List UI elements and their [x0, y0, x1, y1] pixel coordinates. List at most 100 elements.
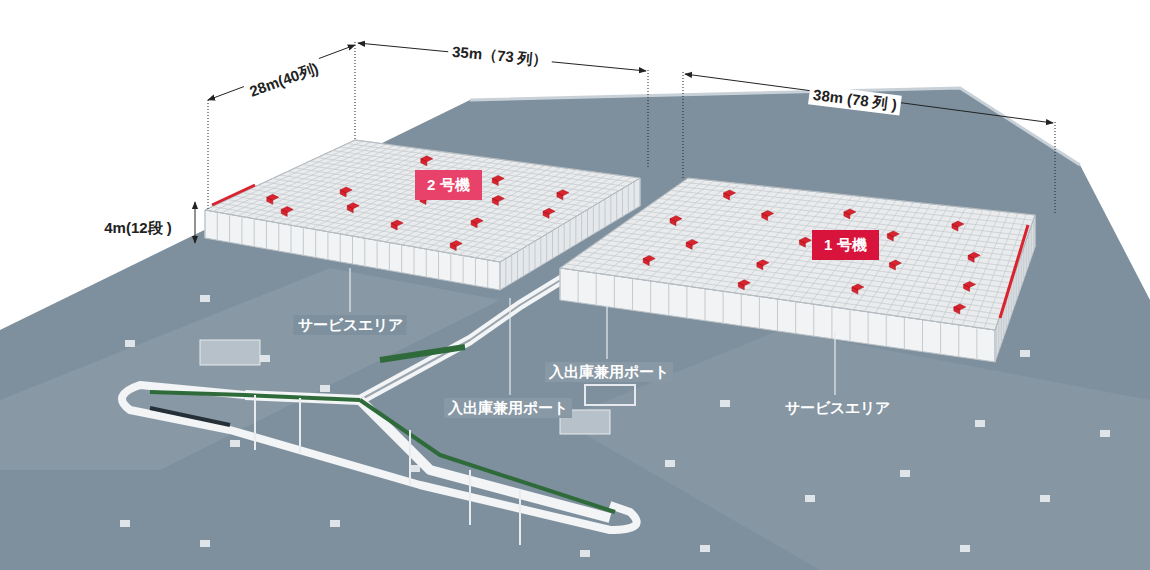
robot	[968, 252, 980, 262]
grid-line	[810, 199, 887, 303]
pillar	[200, 295, 210, 302]
robot	[738, 280, 750, 290]
pillar	[230, 440, 240, 447]
grid-post	[426, 249, 427, 277]
grid-line	[571, 179, 697, 270]
grid-post	[540, 238, 541, 266]
robot	[952, 221, 964, 231]
pillar	[1100, 430, 1110, 437]
grid-post	[1016, 268, 1017, 300]
extension-line	[355, 42, 356, 140]
grid-post	[741, 294, 742, 326]
grid-line	[821, 200, 896, 305]
grid-line	[669, 187, 775, 283]
grid-line	[886, 206, 948, 315]
extension-line	[683, 72, 684, 180]
pillar	[260, 355, 270, 362]
grid-line	[369, 161, 513, 239]
grid-post	[511, 255, 512, 283]
grid-post	[640, 178, 641, 206]
grid-post	[229, 214, 230, 242]
pillar	[960, 545, 970, 552]
grid-post	[575, 217, 576, 245]
dimension-label: 4m(12段 )	[100, 218, 176, 238]
grid-post	[517, 252, 518, 280]
grid-post	[723, 291, 724, 323]
pillar	[410, 465, 420, 472]
grid-line	[701, 190, 800, 288]
robot	[686, 239, 698, 249]
robot	[762, 210, 774, 220]
grid-post	[850, 309, 851, 341]
grid-post	[558, 227, 559, 255]
grid-line	[418, 167, 561, 247]
grid-post	[377, 240, 378, 268]
grid-post	[599, 203, 600, 231]
robot	[340, 187, 352, 197]
grid-line	[973, 213, 1017, 327]
robot	[421, 156, 433, 166]
robot	[889, 260, 901, 270]
grid-post	[546, 234, 547, 262]
grid-post	[570, 220, 571, 248]
conveyor-leg	[469, 470, 471, 525]
grid-post	[904, 317, 905, 349]
grid-line	[467, 174, 608, 256]
grid-post	[622, 189, 623, 217]
grid-post	[650, 281, 651, 313]
grid-post	[628, 185, 629, 213]
grid-post	[593, 206, 594, 234]
conveyor-leg	[299, 398, 301, 453]
grid-post	[686, 286, 687, 318]
grid-post	[587, 210, 588, 238]
grid-post	[487, 260, 488, 288]
extension-line	[648, 70, 649, 168]
robot	[492, 196, 504, 206]
pillar	[805, 495, 815, 502]
grid-post	[340, 234, 341, 262]
grid-post	[217, 212, 218, 240]
grid-post	[616, 192, 617, 220]
grid-post	[795, 302, 796, 334]
machine-badge: 2 号機	[415, 170, 482, 200]
grid-line	[604, 182, 723, 275]
grid-post	[581, 213, 582, 241]
grid-post	[1011, 282, 1012, 314]
pillar	[580, 550, 590, 557]
grid-top	[560, 178, 1035, 330]
robot	[844, 209, 856, 219]
grid-post	[327, 232, 328, 260]
grid-post	[352, 236, 353, 264]
grid-post	[1030, 229, 1031, 261]
area-label: 入出庫兼用ポート	[545, 362, 673, 382]
grid-post	[998, 320, 999, 352]
robot	[450, 240, 462, 250]
grid-line	[361, 160, 506, 237]
grid-line	[385, 163, 529, 242]
grid-post	[632, 278, 633, 310]
extension-line	[1055, 122, 1056, 215]
grid-post	[463, 256, 464, 284]
area-label: サービスエリア	[294, 315, 407, 335]
grid-post	[401, 245, 402, 273]
grid-post	[1020, 258, 1021, 290]
grid-post	[831, 307, 832, 339]
pillar	[1040, 495, 1050, 502]
leader-line	[834, 332, 835, 395]
grid-post	[634, 182, 635, 210]
floor-edge	[470, 88, 1080, 165]
grid-post	[596, 273, 597, 305]
grid-line	[723, 192, 818, 291]
pillar	[700, 545, 710, 552]
grid-post	[241, 217, 242, 245]
grid-post	[610, 196, 611, 224]
dimension-line	[685, 74, 1053, 123]
grid-post	[996, 325, 997, 357]
machine-name: 2 号機	[427, 176, 470, 194]
robot	[643, 256, 655, 266]
grid-post	[278, 223, 279, 251]
conveyor-leg	[254, 395, 256, 450]
pillar	[1020, 350, 1030, 357]
